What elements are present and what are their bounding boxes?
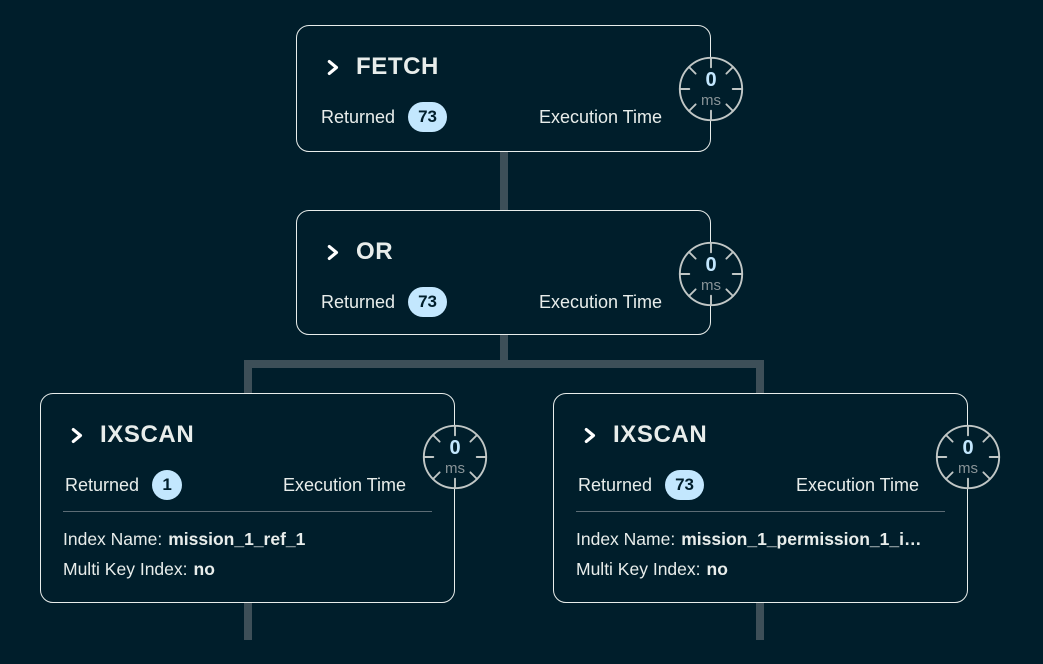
execution-time-label: Execution Time xyxy=(538,292,662,312)
multi-key-index-label: Multi Key Index: xyxy=(576,559,701,579)
returned-label: Returned xyxy=(321,292,396,312)
stage-node-or[interactable]: OR Returned 73 Execution Time xyxy=(296,210,744,335)
stage-node-fetch[interactable]: FETCH Returned 73 Execution Time xyxy=(296,25,744,152)
stage-node-ixscan-right[interactable]: IXSCAN Returned 73 Execution Time Index … xyxy=(553,393,1001,603)
stage-header: IXSCAN xyxy=(554,394,967,450)
multi-key-index-row: Multi Key Index:no xyxy=(63,554,432,584)
stage-title: IXSCAN xyxy=(100,421,195,448)
returned-count-badge: 73 xyxy=(408,102,447,132)
chevron-right-icon[interactable] xyxy=(323,243,342,262)
chevron-right-icon[interactable] xyxy=(67,426,86,445)
index-name-value: mission_1_ref_1 xyxy=(168,529,306,549)
execution-time-clock-icon: 0 ms xyxy=(934,423,1002,491)
execution-time-clock-icon: 0 ms xyxy=(677,240,745,308)
execution-time-clock-icon: 0 ms xyxy=(677,55,745,123)
returned-count-badge: 73 xyxy=(408,287,447,317)
connector-fetch-to-or xyxy=(500,152,508,210)
returned-label: Returned xyxy=(578,475,653,495)
connector-ixscan-right-down xyxy=(756,602,764,640)
returned-count-badge: 73 xyxy=(665,470,704,500)
multi-key-index-label: Multi Key Index: xyxy=(63,559,188,579)
stage-title: IXSCAN xyxy=(613,421,708,448)
execution-time-label: Execution Time xyxy=(795,475,919,495)
returned-count-badge: 1 xyxy=(152,470,183,500)
stage-header: OR xyxy=(297,211,710,267)
connector-to-ixscan-right xyxy=(756,360,764,393)
details-divider xyxy=(63,511,432,512)
execution-time-label: Execution Time xyxy=(282,475,406,495)
index-name-label: Index Name: xyxy=(63,529,163,549)
connector-branch-horizontal xyxy=(244,360,764,368)
index-name-label: Index Name: xyxy=(576,529,676,549)
returned-label: Returned xyxy=(321,107,396,127)
execution-time-label: Execution Time xyxy=(538,107,662,127)
stage-header: FETCH xyxy=(297,26,710,82)
stage-header: IXSCAN xyxy=(41,394,454,450)
chevron-right-icon[interactable] xyxy=(323,58,342,77)
connector-or-down xyxy=(500,334,508,364)
details-divider xyxy=(576,511,945,512)
index-name-row: Index Name:mission_1_permission_1_i… xyxy=(576,524,945,554)
connector-ixscan-left-down xyxy=(244,602,252,640)
connector-to-ixscan-left xyxy=(244,360,252,393)
stage-title: FETCH xyxy=(356,53,439,80)
multi-key-index-value: no xyxy=(706,559,728,579)
stage-details: Index Name:mission_1_ref_1 Multi Key Ind… xyxy=(41,512,454,584)
stage-details: Index Name:mission_1_permission_1_i… Mul… xyxy=(554,512,967,584)
stage-title: OR xyxy=(356,238,394,265)
index-name-row: Index Name:mission_1_ref_1 xyxy=(63,524,432,554)
multi-key-index-value: no xyxy=(193,559,215,579)
index-name-value: mission_1_permission_1_i… xyxy=(681,529,922,549)
stage-node-ixscan-left[interactable]: IXSCAN Returned 1 Execution Time Index N… xyxy=(40,393,488,603)
chevron-right-icon[interactable] xyxy=(580,426,599,445)
returned-label: Returned xyxy=(65,475,140,495)
execution-time-clock-icon: 0 ms xyxy=(421,423,489,491)
multi-key-index-row: Multi Key Index:no xyxy=(576,554,945,584)
